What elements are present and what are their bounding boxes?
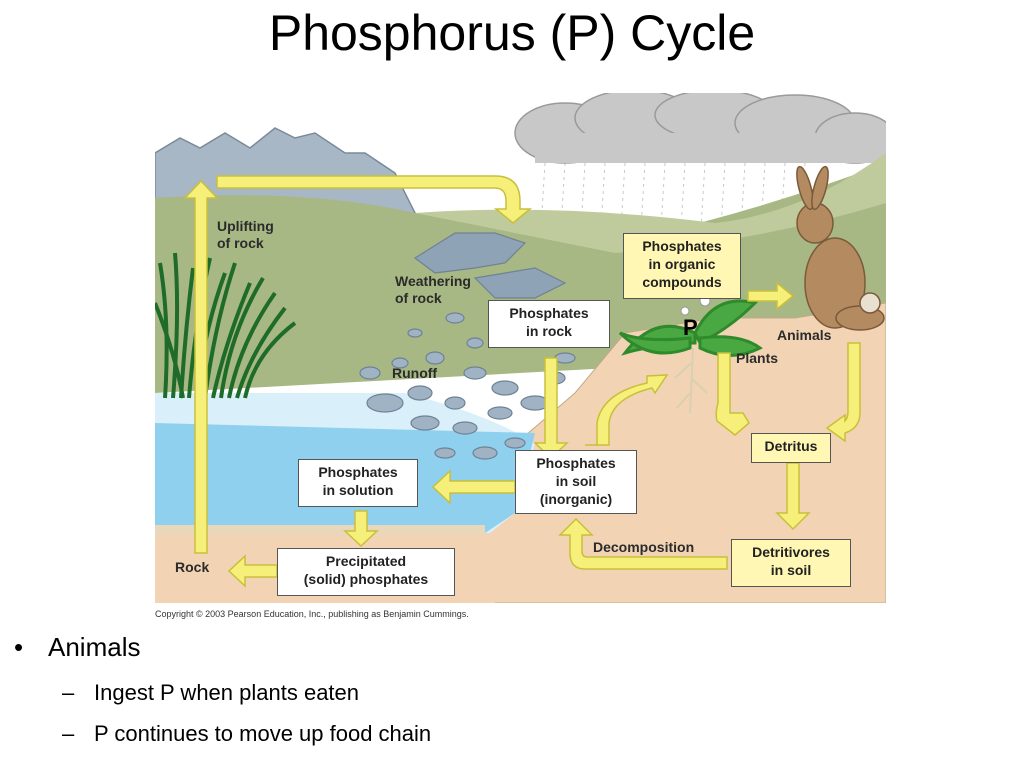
slide-title: Phosphorus (P) Cycle [268, 5, 756, 61]
dash-icon: – [62, 680, 75, 705]
bullet-main: • Animals [14, 632, 140, 663]
label-line: of rock [395, 290, 442, 306]
label-uplifting: Uplifting of rock [217, 218, 274, 252]
box-phosphates-rock: Phosphates in rock [488, 300, 610, 348]
label-line: of rock [217, 235, 264, 251]
label-runoff: Runoff [392, 365, 438, 381]
label-line: Weathering [395, 273, 471, 289]
dash-icon: – [62, 721, 75, 746]
label-decomposition: Decomposition [593, 539, 695, 555]
label-plants: Plants [736, 350, 779, 366]
box-line: in soil [555, 473, 597, 489]
box-line: Phosphates [318, 464, 398, 480]
label-rock: Rock [175, 559, 210, 575]
box-line: in rock [526, 323, 572, 339]
box-line: in soil [770, 562, 812, 578]
rabbit-icon [796, 165, 885, 331]
box-line: in solution [322, 482, 394, 498]
box-phosphates-soil: Phosphates in soil (inorganic) [515, 450, 637, 514]
bullet-sub-2: –P continues to move up food chain [62, 721, 431, 747]
label-weathering: Weathering of rock [395, 273, 471, 307]
bullet-sub-text: P continues to move up food chain [94, 721, 432, 746]
box-line: Detritus [764, 438, 818, 454]
rocks [359, 232, 576, 460]
cloud-icon [514, 93, 886, 164]
box-line: (inorganic) [539, 491, 613, 507]
label-line: Uplifting [217, 218, 274, 234]
box-phosphates-solution: Phosphates in solution [298, 459, 418, 507]
box-phosphates-organic: Phosphates in organic compounds [623, 233, 741, 299]
box-line: Detritivores [752, 544, 830, 560]
bullet-sub-text: Ingest P when plants eaten [94, 680, 360, 705]
copyright-note: Copyright © 2003 Pearson Education, Inc.… [155, 609, 469, 619]
diagram-background [155, 93, 886, 603]
phosphorus-cycle-diagram: Phosphates in organic compounds Phosphat… [155, 93, 886, 603]
bullet-dot-icon: • [14, 632, 24, 662]
bullet-sub-1: –Ingest P when plants eaten [62, 680, 359, 706]
label-p-marker: P [683, 315, 698, 340]
box-line: (solid) phosphates [303, 571, 429, 587]
box-line: Precipitated [325, 553, 407, 569]
label-animals: Animals [777, 327, 832, 343]
box-line: Phosphates [509, 305, 589, 321]
box-line: Phosphates [536, 455, 616, 471]
box-line: in organic [648, 256, 716, 272]
box-detritus: Detritus [751, 433, 831, 463]
plant-icon [618, 295, 763, 414]
cycle-arrows [183, 175, 861, 588]
box-detritivores: Detritivores in soil [731, 539, 851, 587]
box-precipitated: Precipitated (solid) phosphates [277, 548, 455, 596]
box-line: Phosphates [642, 238, 722, 254]
box-line: compounds [642, 274, 722, 290]
bullet-main-text: Animals [48, 632, 141, 662]
